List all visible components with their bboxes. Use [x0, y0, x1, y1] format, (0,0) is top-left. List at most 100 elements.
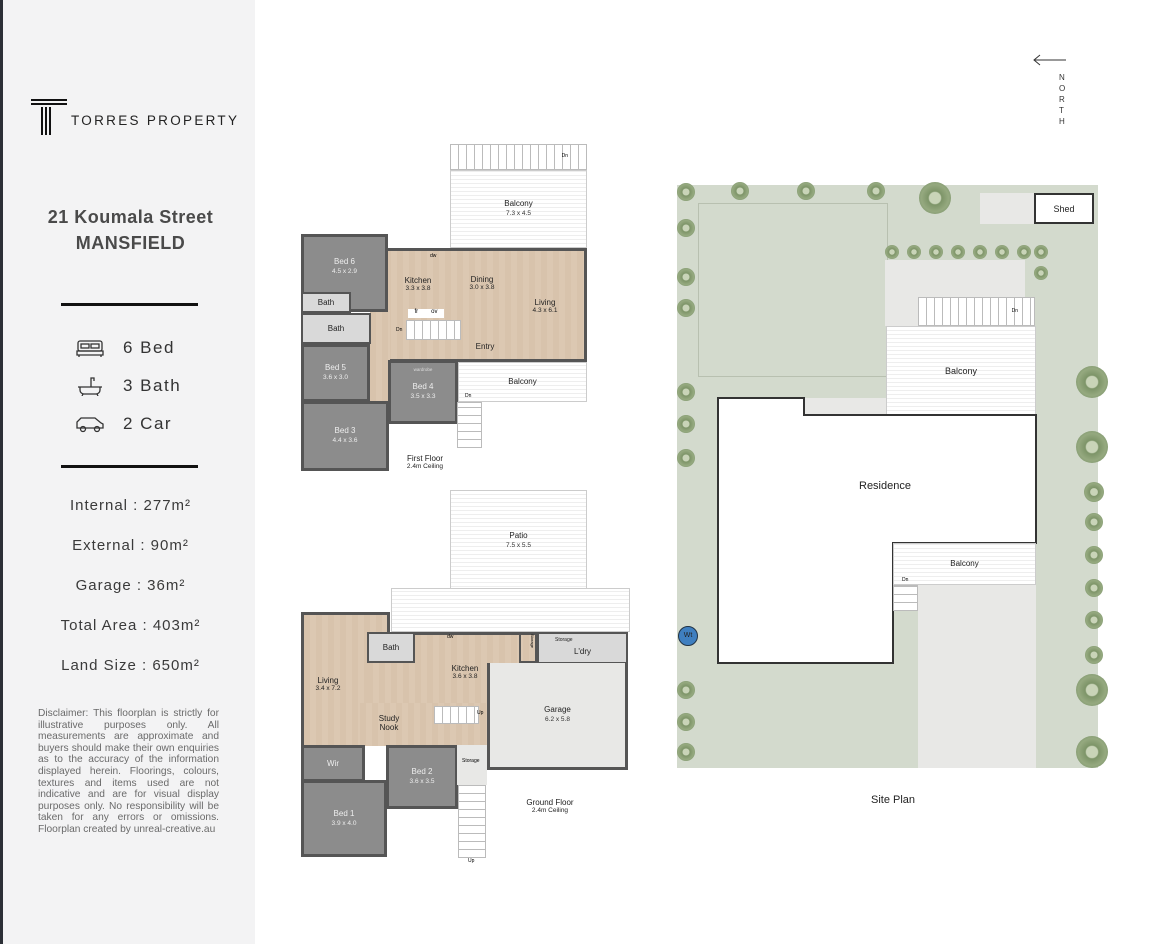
north-label: NORTH: [1059, 73, 1069, 126]
paving: [804, 398, 886, 415]
brand-name: TORRES PROPERTY: [71, 113, 240, 128]
tree-icon: [797, 182, 815, 200]
down-mark: Dn: [465, 393, 472, 399]
tree-icon: [951, 245, 965, 259]
site-balcony-top: Balcony: [886, 326, 1036, 415]
stairs: Dn: [918, 297, 1035, 326]
tree-icon: [1034, 245, 1048, 259]
first-floor-living-area: [370, 248, 587, 362]
tree-icon: [1085, 611, 1103, 629]
room-bath-2: Bath: [301, 313, 371, 344]
area-external: External : 90m²: [72, 537, 189, 554]
tree-icon: [929, 245, 943, 259]
site-balcony-lower: Balcony: [893, 543, 1036, 585]
tree-icon: [677, 449, 695, 467]
down-mark: Dn: [902, 577, 909, 583]
sidebar: TORRES PROPERTY 21 Koumala Street MANSFI…: [0, 0, 255, 944]
tree-icon: [907, 245, 921, 259]
tree-icon: [867, 182, 885, 200]
dishwasher-mark: dw: [447, 634, 454, 640]
tree-icon: [1084, 482, 1104, 502]
tree-icon: [1076, 431, 1108, 463]
hallway: [370, 310, 390, 402]
tree-icon: [919, 182, 951, 214]
divider: [61, 303, 198, 306]
bath-icon: [78, 377, 102, 396]
tree-icon: [677, 183, 695, 201]
feature-car: 2 Car: [75, 414, 172, 434]
tree-icon: [677, 681, 695, 699]
tree-icon: [677, 268, 695, 286]
room-storage: Storage: [519, 632, 537, 663]
stairs: [434, 706, 479, 724]
tree-icon: [677, 219, 695, 237]
tree-icon: [1076, 674, 1108, 706]
tree-icon: [677, 713, 695, 731]
down-mark: Dn: [561, 153, 568, 159]
feature-bed: 6 Bed: [75, 338, 175, 358]
stairs: [406, 320, 461, 340]
stairs: [458, 785, 486, 858]
room-balcony-lower: Balcony: [458, 362, 587, 402]
room-bath-1: Bath: [301, 292, 351, 313]
stairs: [457, 402, 482, 448]
tree-icon: [973, 245, 987, 259]
tree-icon: [1085, 579, 1103, 597]
bed-icon: [76, 340, 104, 357]
tree-icon: [1085, 546, 1103, 564]
shed: Shed: [1034, 193, 1094, 224]
water-tank: Wt: [678, 626, 698, 646]
tree-icon: [995, 245, 1009, 259]
tree-icon: [1017, 245, 1031, 259]
site-plan-title: Site Plan: [870, 794, 916, 806]
area-internal: Internal : 277m²: [69, 497, 192, 514]
feature-bath: 3 Bath: [75, 376, 181, 396]
feature-label: 6 Bed: [123, 338, 175, 357]
north-arrow-icon: [1033, 54, 1066, 66]
room-entry: Entry: [475, 342, 495, 351]
residence-label: Residence: [859, 480, 911, 492]
tree-icon: [677, 299, 695, 317]
feature-label: 2 Car: [123, 414, 173, 433]
disclaimer: Disclaimer: This floorplan is strictly f…: [38, 708, 219, 835]
address-street: 21 Koumala Street: [47, 207, 214, 227]
car-icon: [76, 417, 104, 433]
patio-extension: [391, 588, 630, 632]
area-garage: Garage : 36m²: [75, 577, 186, 594]
tree-icon: [1085, 646, 1103, 664]
tree-icon: [1085, 513, 1103, 531]
area-total: Total Area : 403m²: [60, 617, 201, 634]
tree-icon: [677, 383, 695, 401]
divider: [61, 465, 198, 468]
feature-label: 3 Bath: [123, 376, 182, 395]
tree-icon: [1076, 366, 1108, 398]
driveway: [918, 585, 1036, 768]
paving: [980, 193, 1034, 224]
tree-icon: [1076, 736, 1108, 768]
room-bath: Bath: [367, 632, 415, 663]
stairs: [893, 585, 918, 611]
room-storage: Storage: [457, 745, 487, 785]
address-suburb: MANSFIELD: [75, 233, 186, 253]
tree-icon: [1034, 266, 1048, 280]
tree-icon: [731, 182, 749, 200]
tree-icon: [885, 245, 899, 259]
up-mark: Up: [477, 710, 484, 716]
stairs: Dn: [450, 144, 587, 170]
tree-icon: [677, 743, 695, 761]
